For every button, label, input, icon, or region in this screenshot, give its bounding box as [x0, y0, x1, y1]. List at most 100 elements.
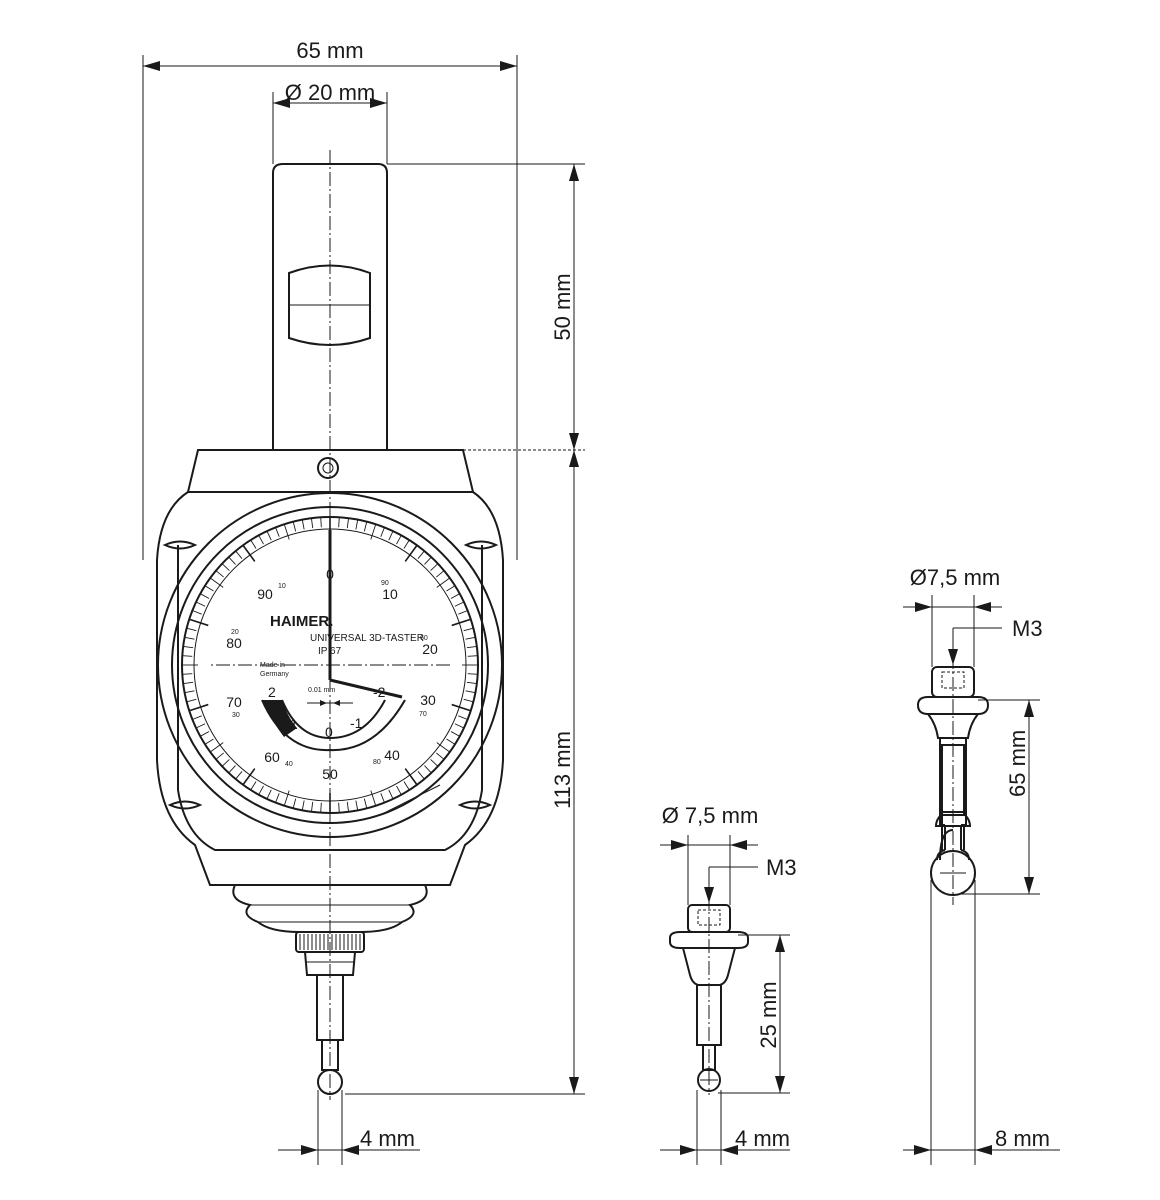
dial-tick: [311, 801, 314, 812]
dial-tick: [182, 673, 193, 675]
dial-tick: [436, 570, 445, 578]
dial-tick: [338, 517, 340, 528]
model-text: UNIVERSAL 3D-TASTER: [310, 633, 424, 644]
sub-scale-number: 2: [268, 684, 276, 700]
dial-tick: [235, 550, 243, 559]
dial-tick: [188, 618, 209, 627]
dial-tick: [195, 601, 206, 607]
dial-tick: [363, 521, 368, 532]
short-insert: Ø 7,5 mm M3 25 mm 4 mm: [660, 803, 797, 1165]
shank-flat: [288, 264, 371, 346]
dial-tick: [465, 690, 476, 694]
dial-number: 10: [382, 586, 398, 602]
dial-tick: [250, 539, 257, 549]
dial-tick: [275, 527, 280, 537]
dial-tick: [463, 627, 474, 632]
dial-tick: [388, 530, 394, 541]
dial-tick: [355, 800, 359, 811]
dial-tick: [266, 789, 272, 800]
dial-tick: [424, 556, 432, 565]
dial-tick: [446, 738, 456, 745]
dial-tick: [466, 681, 477, 684]
dial-tick: [380, 527, 385, 537]
dial-number: 90: [257, 586, 273, 602]
dial-tick: [388, 789, 394, 800]
sub-scale-unit: 0.01 mm: [308, 687, 335, 694]
dial-tick: [370, 524, 377, 540]
dial-tick: [301, 800, 305, 811]
dial-tick: [451, 618, 472, 627]
dial-tick: [404, 544, 418, 562]
dial-tick: [466, 646, 477, 649]
dial-tick: [454, 601, 465, 607]
dial-tick: [186, 627, 197, 632]
dial-tick: [396, 535, 402, 545]
dial-tick: [436, 577, 450, 588]
dial-small-number: 70: [419, 711, 427, 718]
dim-long-thread: M3: [1012, 616, 1043, 641]
dim-long-ball: 8 mm: [995, 1126, 1050, 1151]
dial-number: 20: [422, 641, 438, 657]
dimension-arrow-icon: [143, 61, 160, 71]
dial-tick: [235, 771, 243, 780]
dial-tick: [204, 585, 214, 592]
dial-tick: [292, 798, 297, 809]
long-insert: Ø7,5 mm M3 65 mm 8 mm: [903, 565, 1060, 1165]
dim-overall-width: 65 mm: [296, 38, 363, 63]
dial-small-number: 60: [420, 635, 428, 642]
origin-text-2: Germany: [260, 671, 289, 678]
dial-tick: [283, 524, 290, 540]
dial-tick: [292, 521, 297, 532]
dial-tick: [275, 793, 280, 803]
dim-shank-diameter: Ø 20 mm: [285, 80, 375, 105]
dial-tick: [258, 785, 264, 795]
dial-tick: [192, 715, 202, 720]
dial-tick: [266, 530, 272, 541]
dial-tick: [221, 759, 230, 767]
dial-ticks: [182, 517, 478, 813]
dial-tick: [463, 698, 474, 703]
dial-tick: [283, 790, 290, 806]
dial-small-number: 30: [232, 712, 240, 719]
dial-tick: [242, 768, 256, 786]
dial-tick: [242, 544, 256, 562]
dial-tick: [446, 585, 456, 592]
dial-tick: [458, 610, 468, 615]
dial-tick: [417, 771, 425, 780]
dial-tick: [192, 610, 202, 615]
dial-tick: [467, 655, 478, 657]
dial-tick: [200, 593, 210, 599]
dial-tick: [430, 759, 439, 767]
dial-tick: [188, 703, 209, 712]
dial-tick: [467, 673, 478, 675]
dial-tick: [451, 703, 472, 712]
dial-tick: [450, 731, 460, 737]
dial-tick: [215, 752, 224, 760]
dial-tick: [258, 535, 264, 545]
dial-tick: [346, 801, 349, 812]
dial-tick: [436, 742, 450, 753]
dial-tick: [417, 550, 425, 559]
dial-tick: [450, 593, 460, 599]
dial-tick: [183, 681, 194, 684]
dim-long-length: 65 mm: [1005, 730, 1030, 797]
dial-tick: [338, 802, 340, 813]
dial-tick: [320, 517, 322, 528]
dial: 0 10 20 30 40 50 60 70 80 90 90 10 20 60…: [157, 492, 503, 838]
dim-probe-ball-main: 4 mm: [360, 1126, 415, 1151]
dial-tick: [311, 518, 314, 529]
dial-small-number: 40: [285, 761, 293, 768]
dial-tick: [301, 519, 305, 530]
dial-small-number: 90: [381, 580, 389, 587]
dial-tick: [195, 723, 206, 729]
dial-small-number: 10: [278, 583, 286, 590]
dial-tick: [250, 781, 257, 791]
screw: [317, 457, 339, 479]
dial-tick: [430, 563, 439, 571]
dial-tick: [184, 636, 195, 640]
dial-tick: [454, 723, 465, 729]
dial-tick: [183, 646, 194, 649]
sub-scale-number: 0: [325, 724, 333, 740]
dial-number: 40: [384, 747, 400, 763]
